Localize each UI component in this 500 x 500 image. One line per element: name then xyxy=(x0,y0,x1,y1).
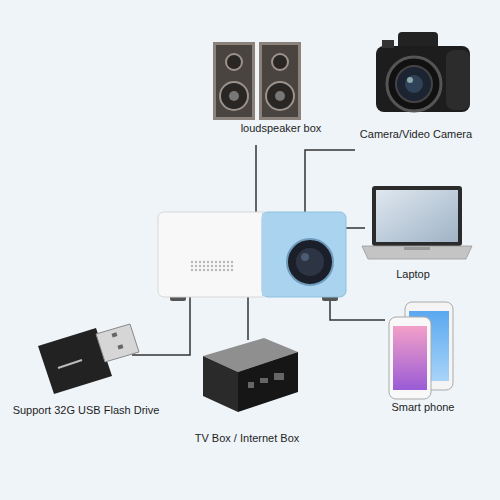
usb-drive-icon xyxy=(38,324,139,394)
projector-icon xyxy=(158,212,346,301)
tv-box-icon xyxy=(203,338,298,412)
device-caption: Laptop xyxy=(396,268,430,281)
device-caption: loudspeaker box xyxy=(241,122,322,135)
caption-text: Smart phone xyxy=(392,401,455,414)
caption-text: Support 32G USB Flash Drive xyxy=(13,404,160,417)
device-caption: TV Box / Internet Box xyxy=(195,432,300,445)
camera-icon xyxy=(376,32,470,112)
wire xyxy=(132,145,385,355)
device-caption: Support 32G USB Flash Drive xyxy=(13,404,160,417)
caption-text: Laptop xyxy=(396,268,430,281)
phone-icon xyxy=(389,302,453,399)
device-caption: Smart phone xyxy=(392,401,455,414)
caption-text: TV Box / Internet Box xyxy=(195,432,300,445)
speaker-icon xyxy=(213,42,301,120)
device-caption: Camera/Video Camera xyxy=(360,128,472,141)
caption-text: loudspeaker box xyxy=(241,122,322,135)
caption-text: Camera/Video Camera xyxy=(360,128,472,141)
laptop-icon xyxy=(362,186,472,259)
